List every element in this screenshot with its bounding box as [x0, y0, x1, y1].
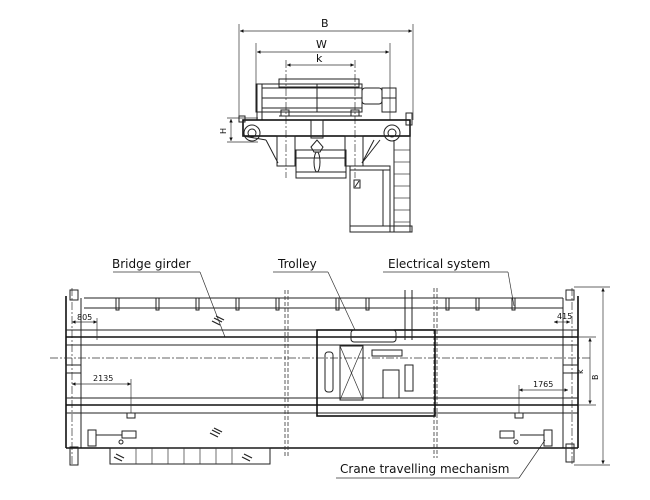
- callout-crane-travelling-mechanism: Crane travelling mechanism: [340, 462, 510, 476]
- dim-415-label: 415: [557, 312, 572, 321]
- end-view: B W k H: [219, 17, 414, 233]
- dim-415: 415: [554, 312, 572, 324]
- dim-h: H: [219, 117, 258, 143]
- dim-w-label: W: [316, 38, 327, 51]
- dim-805: 805: [72, 313, 98, 340]
- ladder: [393, 125, 411, 232]
- plan-view: Bridge girder Trolley Electrical system …: [50, 257, 610, 479]
- right-wheel: [383, 124, 401, 142]
- dim-k: k: [285, 52, 356, 178]
- dim-h-label: H: [219, 128, 228, 134]
- travel-drive-right: [499, 429, 553, 447]
- railing-posts: [115, 297, 516, 311]
- callout-trolley: Trolley: [277, 257, 317, 271]
- callout-electrical-system: Electrical system: [388, 257, 490, 271]
- callout-bridge-girder: Bridge girder: [112, 257, 191, 271]
- dim-2135: 2135: [72, 374, 136, 419]
- dim-1765-label: 1765: [533, 380, 553, 389]
- dim-k-label: k: [316, 52, 323, 65]
- motor-block: [361, 87, 383, 105]
- end-carriage: [242, 119, 411, 137]
- buffer-top-left: [69, 289, 79, 301]
- bottom-walkway: [109, 447, 271, 465]
- buffer-bottom-right: [565, 443, 575, 463]
- dim-b-label: B: [321, 17, 329, 30]
- travel-drive-left: [87, 429, 137, 447]
- buffer-top-right: [565, 289, 575, 301]
- dim-1765: 1765: [514, 380, 568, 419]
- dim-w: W: [255, 38, 391, 120]
- left-wheel: [243, 124, 261, 142]
- trolley-plan: [316, 290, 436, 417]
- dim-k-plan-label: k: [576, 369, 585, 374]
- dim-b: B: [238, 17, 414, 120]
- dim-b-plan: B: [574, 286, 610, 466]
- buffer-bottom-left: [69, 446, 79, 466]
- dim-805-label: 805: [77, 313, 92, 322]
- dim-b-plan-label: B: [591, 375, 600, 381]
- dim-k-plan: k: [576, 336, 596, 406]
- hook: [295, 119, 347, 179]
- dim-2135-label: 2135: [93, 374, 113, 383]
- operator-cab: [349, 139, 413, 233]
- trolley-top-frame: [278, 78, 360, 88]
